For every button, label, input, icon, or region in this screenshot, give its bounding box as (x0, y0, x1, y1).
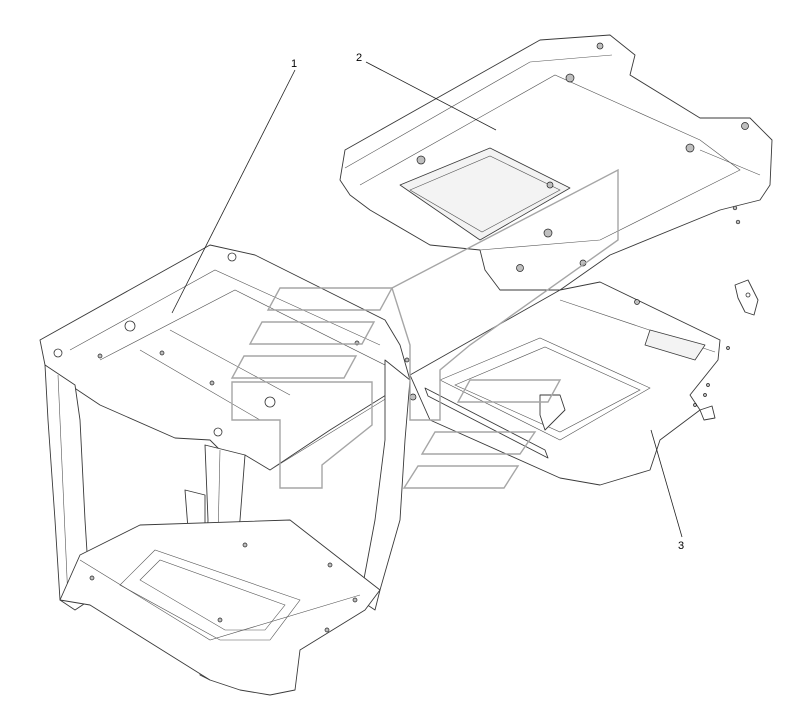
callout-1: 1 (171, 58, 297, 314)
callout-3-label: 3 (678, 540, 684, 552)
cab-frame (39, 244, 417, 696)
stylized-truck-logo-icon (230, 168, 619, 489)
roof-panel (339, 34, 773, 291)
callout-2-label: 2 (356, 52, 362, 64)
callout-3: 3 (650, 429, 684, 552)
callout-2: 2 (356, 52, 497, 131)
callout-1-label: 1 (291, 58, 297, 70)
side-bracket (734, 279, 759, 316)
